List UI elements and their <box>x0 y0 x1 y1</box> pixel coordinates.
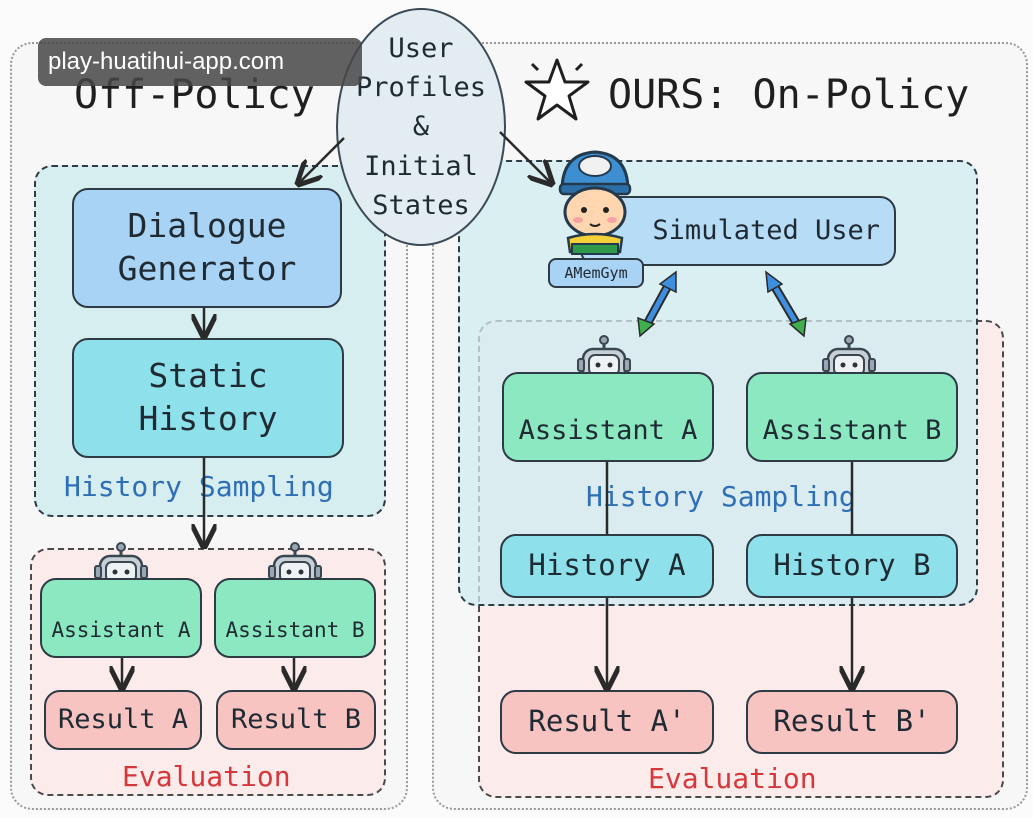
on-assistant-b-box: Assistant B <box>746 372 958 462</box>
bubble-line: User <box>388 33 454 65</box>
user-avatar-icon <box>550 140 640 260</box>
bubble-to-user-arrow <box>499 131 550 182</box>
off-result-b-box: Result B <box>216 690 376 750</box>
interaction-arrow-b <box>765 270 807 338</box>
dialogue-generator-line: Generator <box>117 249 297 288</box>
bubble-line: Profiles <box>355 72 487 104</box>
off-evaluation-label: Evaluation <box>122 760 291 793</box>
off-result-a-label: Result A <box>57 704 189 736</box>
bubble-line: States <box>372 189 470 221</box>
dialogue-generator-box: Dialogue Generator <box>72 188 342 308</box>
user-profiles-bubble: User Profiles & Initial States <box>336 8 506 246</box>
on-evaluation-label: Evaluation <box>648 762 817 795</box>
static-history-line: Static <box>148 356 268 396</box>
on-assistant-b-label: Assistant B <box>762 414 942 446</box>
history-b-box: History B <box>746 534 958 598</box>
off-assistant-b-label: Assistant B <box>225 617 365 642</box>
simulated-user-box: Simulated User <box>580 196 896 266</box>
off-assistant-a-label: Assistant A <box>51 617 191 642</box>
on-result-b-box: Result B' <box>746 690 958 754</box>
on-result-a-box: Result A' <box>500 690 714 754</box>
dialogue-generator-line: Dialogue <box>127 206 287 246</box>
off-result-b-label: Result B <box>230 704 362 736</box>
watermark: play-huatihui-app.com <box>38 38 362 86</box>
static-history-line: History <box>138 399 278 438</box>
off-result-a-box: Result A <box>44 690 202 750</box>
on-assistant-a-box: Assistant A <box>502 372 714 462</box>
on-history-sampling-label: History Sampling <box>586 480 856 513</box>
simulated-user-label: Simulated User <box>652 215 880 247</box>
bubble-to-generator-arrow <box>300 137 345 182</box>
off-assistant-b-box: Assistant B <box>214 578 376 658</box>
amemgym-badge-label: AMemGym <box>564 264 628 282</box>
on-result-b-label: Result B' <box>773 704 931 739</box>
on-policy-title: OURS: On-Policy <box>608 72 970 118</box>
on-result-a-label: Result A' <box>528 704 686 739</box>
history-a-label: History A <box>528 548 686 583</box>
bubble-line: & <box>412 111 430 143</box>
off-history-sampling-label: History Sampling <box>64 470 334 503</box>
amemgym-badge: AMemGym <box>548 258 644 288</box>
interaction-arrow-a <box>637 270 677 338</box>
on-assistant-a-label: Assistant A <box>518 414 698 446</box>
off-assistant-a-box: Assistant A <box>40 578 202 658</box>
star-icon <box>522 56 592 126</box>
history-a-box: History A <box>500 534 714 598</box>
bubble-line: Initial <box>364 150 478 182</box>
history-b-label: History B <box>773 548 931 583</box>
static-history-box: Static History <box>72 338 344 458</box>
